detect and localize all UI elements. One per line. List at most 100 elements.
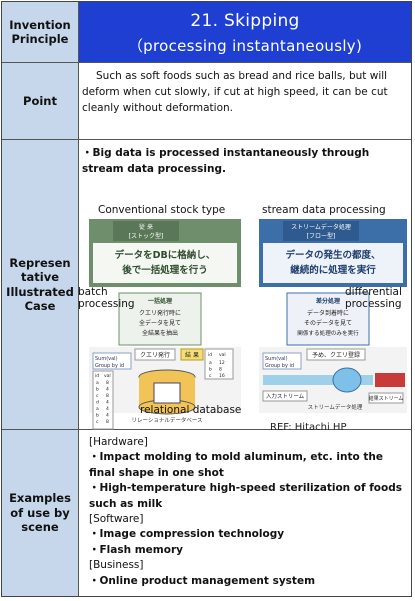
label-line: Represen xyxy=(9,255,71,270)
db-inner-table xyxy=(153,382,181,404)
sum-text: Sum(val) xyxy=(95,356,118,362)
row-divider xyxy=(2,429,411,430)
right-caption: stream data processing xyxy=(262,204,386,216)
jp-text: [ストック型] xyxy=(129,232,164,240)
category-business: [Business] xyxy=(89,559,144,572)
table-cell: d xyxy=(96,400,99,406)
left-process-box xyxy=(118,292,202,346)
illustration: 従 来 [ストック型] データをDBに格納し、 後で一括処理を行う 一括処理 ク… xyxy=(89,219,407,430)
table-cell: c xyxy=(96,394,99,399)
jp-text: [フロー型] xyxy=(307,232,336,240)
table-cell: 12 xyxy=(219,360,225,366)
row-divider xyxy=(2,62,411,63)
source-table xyxy=(92,370,114,430)
category-software: [Software] xyxy=(89,513,144,526)
left-badge xyxy=(113,221,179,241)
case-text: ・Big data is processed instantaneously t… xyxy=(82,147,370,175)
jp-text: リレーショナルデータベース xyxy=(131,416,202,424)
result-stream-box xyxy=(368,392,404,404)
right-badge xyxy=(283,221,359,241)
jp-text: 予め、クエリ登録 xyxy=(312,351,360,359)
principle-title: 21. Skipping xyxy=(190,11,300,31)
example-item: ・High-temperature high-speed sterilizati… xyxy=(89,482,402,510)
jp-text: 後で一括処理を行う xyxy=(122,264,208,276)
principle-subtitle: （processing instantaneously) xyxy=(127,37,363,55)
table-cell: a xyxy=(96,381,99,386)
table-cell: 4 xyxy=(106,413,109,419)
stream-flow xyxy=(263,367,405,393)
label-line: scene xyxy=(21,520,59,535)
jp-text: 従 来 xyxy=(139,223,153,231)
label-line: of use by xyxy=(10,505,70,520)
jp-text: 全データを見て xyxy=(139,319,181,327)
table-cell: b xyxy=(209,367,212,373)
caption-line: processing xyxy=(345,298,402,310)
table-cell: 8 xyxy=(106,419,109,425)
example-item: ・Image compression technology xyxy=(89,528,285,541)
sum-text: Sum(val) xyxy=(265,356,288,362)
stream-arrow xyxy=(375,373,405,387)
sum-box xyxy=(92,352,132,370)
reserve-box xyxy=(306,348,366,361)
jp-text: 入力ストリーム xyxy=(266,392,305,400)
result-table xyxy=(204,348,234,380)
table-cell: c xyxy=(96,420,99,425)
caption-line: differential xyxy=(345,286,402,298)
table-cell: 8 xyxy=(106,393,109,399)
column-divider xyxy=(78,2,79,596)
jp-text: データをDBに格納し、 xyxy=(115,249,216,261)
jp-text: 継続的に処理を実行 xyxy=(290,264,376,276)
jp-text: データの発生の都度、 xyxy=(285,249,380,261)
jp-text: 差分処理 xyxy=(316,297,340,305)
jp-text: 結 果 xyxy=(185,351,199,359)
jp-text: 全結果を抽出 xyxy=(142,329,178,337)
label-line: tative xyxy=(21,270,59,285)
stream-band xyxy=(263,375,373,385)
table-cell: a xyxy=(209,361,212,366)
point-label: Point xyxy=(2,63,78,139)
jp-text: そのデータを見て xyxy=(304,319,352,327)
db-caption: relational database xyxy=(140,404,242,416)
result-box xyxy=(180,348,204,361)
table-cell: val xyxy=(104,373,111,379)
sum-text: Group by id xyxy=(95,363,124,369)
table-cell: 4 xyxy=(106,387,109,393)
jp-text: クエリ発行 xyxy=(140,351,170,359)
table-cell: id xyxy=(208,352,212,358)
sum-text: Group by id xyxy=(265,363,294,369)
jp-text: データ到着時に xyxy=(307,309,349,317)
jp-text: 一括処理 xyxy=(148,297,172,305)
row-divider xyxy=(2,139,411,140)
jp-text: 結果ストリーム xyxy=(369,395,404,402)
table-cell: 4 xyxy=(106,406,109,412)
jp-text: ストリームデータ処理 xyxy=(308,403,363,411)
label-line: Examples xyxy=(9,491,71,506)
input-stream-box xyxy=(262,390,308,402)
principle-header: 21. Skipping （processing instantaneously… xyxy=(79,2,411,62)
table-cell: id xyxy=(95,373,99,379)
jp-text: ストリームデータ処理 xyxy=(291,223,351,231)
reference-text: REF: Hitachi HP xyxy=(270,422,347,433)
label-text: Point xyxy=(23,93,57,108)
label-line: Principle xyxy=(11,32,69,46)
example-item: ・Impact molding to mold aluminum, etc. i… xyxy=(89,451,383,479)
table-cell: a xyxy=(96,407,99,412)
right-main-box xyxy=(263,243,403,283)
table-cell: 16 xyxy=(219,373,225,379)
table-cell: b xyxy=(96,413,99,419)
caption-line: batch xyxy=(78,286,108,298)
table-cell: c xyxy=(209,374,212,379)
table-cell: b xyxy=(96,387,99,393)
category-hardware: [Hardware] xyxy=(89,436,148,448)
query-box xyxy=(134,348,176,361)
right-process-box xyxy=(286,292,370,346)
table-cell: 8 xyxy=(106,380,109,386)
caption-line: processing xyxy=(78,298,135,310)
table-cell: 4 xyxy=(106,400,109,406)
